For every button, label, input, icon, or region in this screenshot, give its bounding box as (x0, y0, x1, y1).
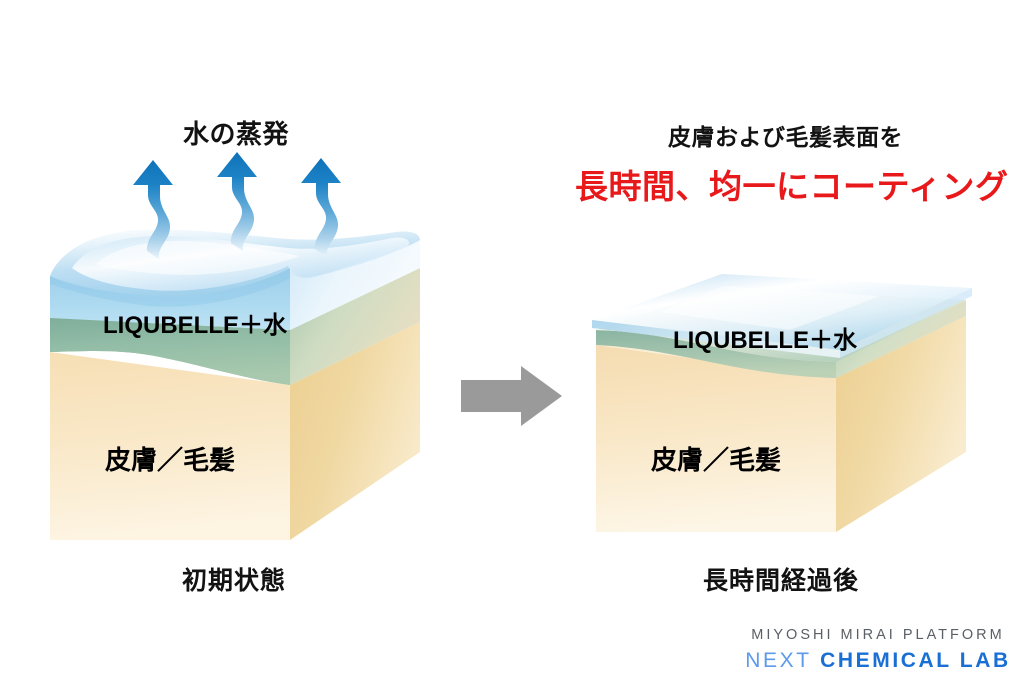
left-upper-layer-label: LIQUBELLE＋水 (103, 312, 287, 339)
right-lower-layer-label: 皮膚／毛髪 (650, 445, 781, 475)
right-skin-front-face (596, 345, 836, 532)
brand-logo: MIYOSHI MIRAI PLATFORM NEXT CHEMICAL LAB (744, 628, 1012, 671)
left-liqubelle-front-fill (50, 318, 290, 385)
right-water-film-front-edge (592, 320, 840, 358)
left-water-front-rim (50, 268, 290, 307)
left-lower-layer-label: 皮膚／毛髪 (104, 445, 235, 475)
right-film-sheen (660, 286, 880, 330)
logo-word-chemical-lab: CHEMICAL LAB (820, 648, 1011, 672)
logo-title: NEXT CHEMICAL LAB (744, 650, 1012, 671)
evaporation-arrow-1 (133, 160, 173, 259)
left-skin-front-face (50, 352, 290, 540)
right-upper-layer-label: LIQUBELLE＋水 (673, 327, 857, 354)
evaporation-arrows (133, 152, 341, 259)
left-liqubelle-side-face (290, 268, 420, 385)
evaporation-arrow-3 (301, 158, 341, 257)
logo-tagline: MIYOSHI MIRAI PLATFORM (751, 627, 1005, 643)
right-heading-line2-coating: 長時間、均一にコーティング (575, 168, 1009, 205)
left-skin-side-face (290, 322, 420, 540)
right-skin-side-face (836, 316, 966, 532)
right-arrow-icon (461, 366, 562, 426)
logo-word-next: NEXT (745, 648, 812, 672)
right-liqubelle-side-face (836, 300, 966, 378)
left-caption-initial-state: 初期状態 (182, 567, 287, 595)
right-block-3d (592, 274, 972, 532)
right-liqubelle-front-face (596, 330, 836, 378)
transition-arrow (461, 366, 562, 426)
right-water-film-side-edge (840, 288, 972, 358)
evaporation-arrow-2 (217, 152, 257, 251)
left-block-3d (50, 152, 420, 540)
right-heading-line1: 皮膚および毛髪表面を (668, 124, 903, 150)
left-heading-water-evaporation: 水の蒸発 (183, 119, 290, 149)
right-caption-after-long-time: 長時間経過後 (703, 567, 860, 595)
